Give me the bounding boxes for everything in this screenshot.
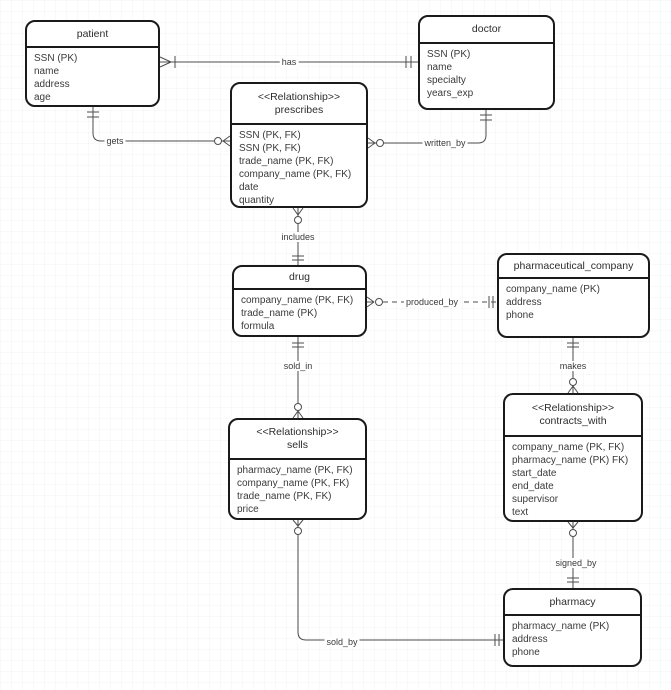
entity-title: patient <box>76 27 109 40</box>
relationship-contracts-with-header: <<Relationship>> contracts_with <box>505 395 641 437</box>
attribute-row: SSN (PK, FK) <box>239 130 301 141</box>
attribute-row: address <box>512 634 548 645</box>
attribute-row: pharmacy_name (PK, FK) <box>237 465 353 476</box>
edge-sold-by[interactable] <box>292 519 503 646</box>
relationship-contracts-with[interactable]: <<Relationship>> contracts_with company_… <box>503 393 643 522</box>
entity-title: pharmaceutical_company <box>513 259 634 272</box>
edge-includes[interactable] <box>292 207 304 265</box>
relationship-contracts-with-body: company_name (PK, FK) pharmacy_name (PK)… <box>505 437 641 519</box>
edge-signed-by[interactable] <box>567 521 579 588</box>
entity-title: drug <box>288 271 310 283</box>
entity-patient-header: patient <box>27 22 158 48</box>
attribute-row: company_name (PK) <box>506 284 600 295</box>
relationship-sells-body: pharmacy_name (PK, FK) company_name (PK,… <box>230 460 365 516</box>
edge-label-sold-in[interactable]: sold_in <box>281 361 315 371</box>
entity-drug-body: company_name (PK, FK) trade_name (PK) fo… <box>234 290 365 333</box>
attribute-row: trade_name (PK) <box>241 308 318 319</box>
relationship-stereotype: <<Relationship>> <box>531 402 615 414</box>
attribute-row: address <box>506 297 542 308</box>
relationship-sells[interactable]: <<Relationship>> sells pharmacy_name (PK… <box>228 418 367 520</box>
entity-title: sells <box>286 439 308 451</box>
attribute-row: SSN (PK) <box>427 49 471 60</box>
edge-label-makes[interactable]: makes <box>557 361 589 371</box>
entity-pharmacy-header: pharmacy <box>505 590 640 616</box>
entity-doctor[interactable]: doctor SSN (PK) name specialty years_exp <box>418 15 555 110</box>
edge-label-produced-by[interactable]: produced_by <box>403 297 461 307</box>
entity-pharmaceutical-company-body: company_name (PK) address phone <box>499 279 648 322</box>
relationship-stereotype: <<Relationship>> <box>256 426 339 438</box>
attribute-row: age <box>34 92 51 103</box>
attribute-row: phone <box>506 310 534 321</box>
edge-label-has[interactable]: has <box>279 57 299 67</box>
attribute-row: name <box>427 62 453 73</box>
edge-label-gets[interactable]: gets <box>104 136 126 146</box>
attribute-row: trade_name (PK, FK) <box>239 156 334 167</box>
entity-title: pharmacy <box>549 595 596 608</box>
attribute-row: SSN (PK, FK) <box>239 143 301 154</box>
attribute-row: company_name (PK, FK) <box>239 169 352 180</box>
edge-label-sold-by[interactable]: sold_by <box>324 637 360 647</box>
relationship-prescribes[interactable]: <<Relationship>> prescribes SSN (PK, FK)… <box>230 82 368 208</box>
entity-patient-body: SSN (PK) name address age <box>27 48 158 104</box>
entity-doctor-header: doctor <box>420 17 553 44</box>
edge-gets[interactable] <box>87 107 231 147</box>
entity-pharmaceutical-company[interactable]: pharmaceutical_company company_name (PK)… <box>497 253 650 338</box>
attribute-row: text <box>512 507 529 518</box>
entity-drug[interactable]: drug company_name (PK, FK) trade_name (P… <box>232 265 367 337</box>
entity-patient[interactable]: patient SSN (PK) name address age <box>25 20 160 107</box>
attribute-row: start_date <box>512 468 557 479</box>
attribute-row: supervisor <box>512 494 559 505</box>
attribute-row: specialty <box>427 75 466 86</box>
attribute-row: years_exp <box>427 88 474 99</box>
relationship-sells-header: <<Relationship>> sells <box>230 420 365 460</box>
attribute-row: formula <box>241 321 275 332</box>
attribute-row: name <box>34 66 60 77</box>
attribute-row: trade_name (PK, FK) <box>237 491 332 502</box>
entity-title: contracts_with <box>539 415 607 427</box>
attribute-row: quantity <box>239 195 275 206</box>
edge-written-by[interactable] <box>367 110 492 149</box>
attribute-row: company_name (PK, FK) <box>237 478 350 489</box>
edge-label-includes[interactable]: includes <box>279 232 317 242</box>
entity-title: doctor <box>471 23 502 35</box>
relationship-prescribes-body: SSN (PK, FK) SSN (PK, FK) trade_name (PK… <box>232 125 366 206</box>
entity-doctor-body: SSN (PK) name specialty years_exp <box>420 44 553 100</box>
entity-pharmacy-body: pharmacy_name (PK) address phone <box>505 616 640 659</box>
attribute-row: company_name (PK, FK) <box>241 295 354 306</box>
attribute-row: date <box>239 182 259 193</box>
attribute-row: price <box>237 504 259 515</box>
attribute-row: address <box>34 79 70 90</box>
edge-label-written-by[interactable]: written_by <box>422 138 468 148</box>
edge-sold-in[interactable] <box>292 337 304 419</box>
attribute-row: phone <box>512 647 540 658</box>
attribute-row: end_date <box>512 481 554 492</box>
attribute-row: pharmacy_name (PK) <box>512 621 610 632</box>
attribute-row: SSN (PK) <box>34 53 78 64</box>
entity-drug-header: drug <box>234 267 365 290</box>
edge-label-signed-by[interactable]: signed_by <box>553 558 599 568</box>
entity-pharmacy[interactable]: pharmacy pharmacy_name (PK) address phon… <box>503 588 642 667</box>
relationship-stereotype: <<Relationship>> <box>257 90 341 103</box>
entity-pharmaceutical-company-header: pharmaceutical_company <box>499 255 648 279</box>
entity-title: prescribes <box>274 103 324 116</box>
attribute-row: company_name (PK, FK) <box>512 442 625 453</box>
attribute-row: pharmacy_name (PK) FK) <box>512 455 629 466</box>
relationship-prescribes-header: <<Relationship>> prescribes <box>232 84 366 125</box>
